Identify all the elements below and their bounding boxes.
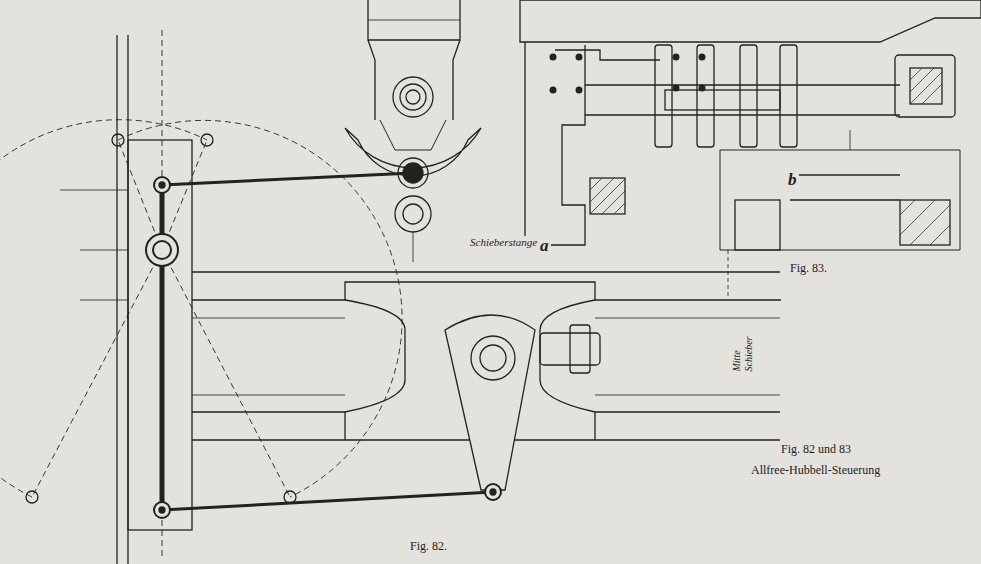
figure-caption: Fig. 82 und 83 — [779, 443, 853, 457]
part-label: Schieberstange — [468, 236, 539, 249]
figure-number: Fig. 82. — [408, 540, 449, 554]
part-letter: b — [786, 170, 799, 190]
figure-number: Fig. 83. — [788, 262, 829, 276]
part-letter: a — [538, 236, 551, 256]
figure-caption: Allfree-Hubbell-Steuerung — [749, 464, 882, 478]
center-mark-label: Mitte Schieber — [731, 324, 754, 374]
